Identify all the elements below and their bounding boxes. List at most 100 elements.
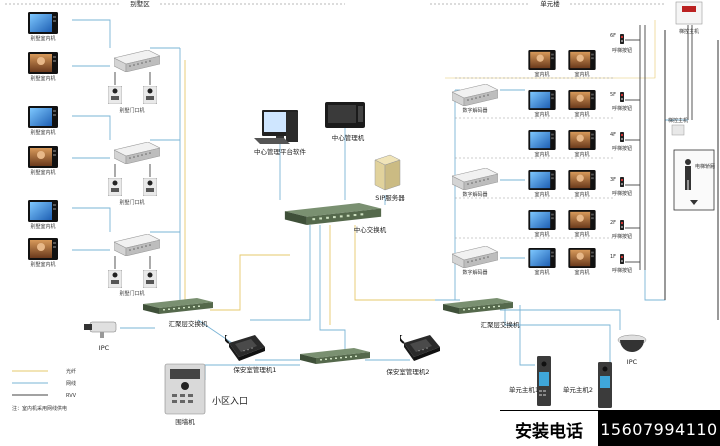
villa-door-station <box>108 86 122 104</box>
unit-indoor-monitor <box>568 50 596 70</box>
ipc-left-label: IPC <box>99 344 110 352</box>
villa-indoor-label: 别墅室内机 <box>30 169 55 176</box>
unit-indoor-monitor <box>528 170 556 190</box>
ladder-label: 呼梯按钮 <box>612 105 632 112</box>
building-decoders: 数字解码器 数字解码器 数字解码器 <box>452 84 498 276</box>
decoder-label: 数字解码器 <box>462 269 487 276</box>
ladder-label: 呼梯按钮 <box>612 233 632 240</box>
unit-indoor-monitor <box>528 130 556 150</box>
villa-indoor-monitor <box>28 52 58 74</box>
floor-labels: 6F 5F 4F 3F 2F 1F <box>610 33 616 260</box>
indoor-label: 室内机 <box>534 111 549 118</box>
elevator-controller: 梯控主机 <box>675 1 703 35</box>
indoor-label: 室内机 <box>534 191 549 198</box>
elevator-box: 梯控主机 <box>668 117 688 136</box>
villa-indoor-monitor <box>28 146 58 168</box>
guard-switch <box>300 348 370 364</box>
legend-rvv: RVV <box>66 393 77 399</box>
villa-indoor-monitor <box>28 106 58 128</box>
unit-indoor-monitor <box>528 210 556 230</box>
floor-label: 6F <box>610 33 616 39</box>
legend: 光纤 网线 RVV 注：室内机采用网线供电 <box>12 368 77 412</box>
villa-indoor-monitor <box>28 200 58 222</box>
install-phone-banner: 安装电话 15607994110 <box>500 410 720 446</box>
indoor-label: 室内机 <box>574 151 589 158</box>
guard1-label: 保安室管理机1 <box>233 365 276 374</box>
unit-indoor-monitor <box>568 90 596 110</box>
guard-station-1: 保安室管理机1 <box>225 335 277 374</box>
villa-indoor-monitor <box>28 238 58 260</box>
guard-station-2: 保安室管理机2 <box>386 335 440 376</box>
villa-indoor-monitor <box>28 12 58 34</box>
unit-indoor-monitor <box>568 170 596 190</box>
villa-door-label: 别墅门口机 <box>119 199 144 206</box>
unit-indoor-monitor <box>568 210 596 230</box>
legend-network: 网线 <box>66 380 76 387</box>
villa-decoder <box>114 142 160 164</box>
villa-indoor-label: 别墅室内机 <box>30 261 55 268</box>
unit-host-1: 单元主机1 <box>509 356 551 406</box>
villa-indoor-label: 别墅室内机 <box>30 75 55 82</box>
core-switch: 中心交换机 <box>284 203 387 234</box>
floor-label: 3F <box>610 177 616 183</box>
decoder-label: 数字解码器 <box>462 191 487 198</box>
villa-door-label: 别墅门口机 <box>119 107 144 114</box>
elevator-ctrl2-label: 梯控主机 <box>668 117 688 124</box>
villa-group-1: 别墅室内机 别墅室内机 别墅门口机 <box>28 12 160 114</box>
ladder-label: 呼梯按钮 <box>612 190 632 197</box>
left-switch-label: 汇聚层交换机 <box>169 319 209 328</box>
sip-server: SIP服务器 <box>374 154 405 202</box>
ipc-right-dome: IPC <box>617 334 647 366</box>
villa-door-station <box>143 178 157 196</box>
indoor-label: 室内机 <box>534 71 549 78</box>
ladder-call-button <box>620 92 624 102</box>
villa-group-2: 别墅室内机 别墅室内机 别墅门口机 <box>28 106 160 206</box>
villa-indoor-label: 别墅室内机 <box>30 223 55 230</box>
center-manager-label: 中心管理机 <box>332 133 365 142</box>
zone-header-villa: 别墅区 <box>5 0 345 8</box>
ipc-left: IPC <box>84 321 117 352</box>
villa-door-label: 别墅门口机 <box>119 290 144 297</box>
indoor-label: 室内机 <box>534 231 549 238</box>
indoor-label: 室内机 <box>534 151 549 158</box>
elevator-ctrl-label: 梯控主机 <box>679 28 699 35</box>
unit-indoor-monitor <box>568 130 596 150</box>
elevator-car: 电梯轿厢 <box>673 149 715 211</box>
legend-note: 注：室内机采用网线供电 <box>12 405 67 412</box>
floor-label: 1F <box>610 254 616 260</box>
legend-fiber: 光纤 <box>66 368 76 375</box>
floor-label: 2F <box>610 220 616 226</box>
unit-host-2: 单元主机2 <box>563 362 612 408</box>
sip-server-label: SIP服务器 <box>375 193 405 202</box>
decoder-label: 数字解码器 <box>462 107 487 114</box>
wall-unit-label: 围墙机 <box>175 417 195 426</box>
ladder-call-button <box>620 220 624 230</box>
center-manager: 中心管理机 <box>325 102 365 142</box>
unit-indoor-monitor <box>568 248 596 268</box>
villa-indoor-label: 别墅室内机 <box>30 129 55 136</box>
ladder-label: 呼梯按钮 <box>612 47 632 54</box>
call-buttons: 呼梯按钮 呼梯按钮 呼梯按钮 呼梯按钮 呼梯按钮 呼梯按钮 <box>612 34 632 274</box>
guard2-label: 保安室管理机2 <box>386 367 429 376</box>
indoor-label: 室内机 <box>574 71 589 78</box>
villa-door-station <box>143 86 157 104</box>
indoor-label: 室内机 <box>574 231 589 238</box>
villa-indoor-label: 别墅室内机 <box>30 35 55 42</box>
indoor-label: 室内机 <box>574 191 589 198</box>
zone-unit-label: 单元楼 <box>540 0 560 8</box>
unit-indoor-monitor <box>528 90 556 110</box>
floor-label: 4F <box>610 132 616 138</box>
ladder-call-button <box>620 177 624 187</box>
villa-door-station <box>108 270 122 288</box>
indoor-label: 室内机 <box>574 269 589 276</box>
unit-indoor-monitor <box>528 50 556 70</box>
ladder-call-button <box>620 132 624 142</box>
zone-villa-label: 别墅区 <box>130 0 150 8</box>
right-aggregation-switch: 汇聚层交换机 <box>443 298 520 329</box>
indoor-label: 室内机 <box>574 111 589 118</box>
villa-decoder <box>114 234 160 256</box>
villa-door-station <box>143 270 157 288</box>
ladder-call-button <box>620 34 624 44</box>
